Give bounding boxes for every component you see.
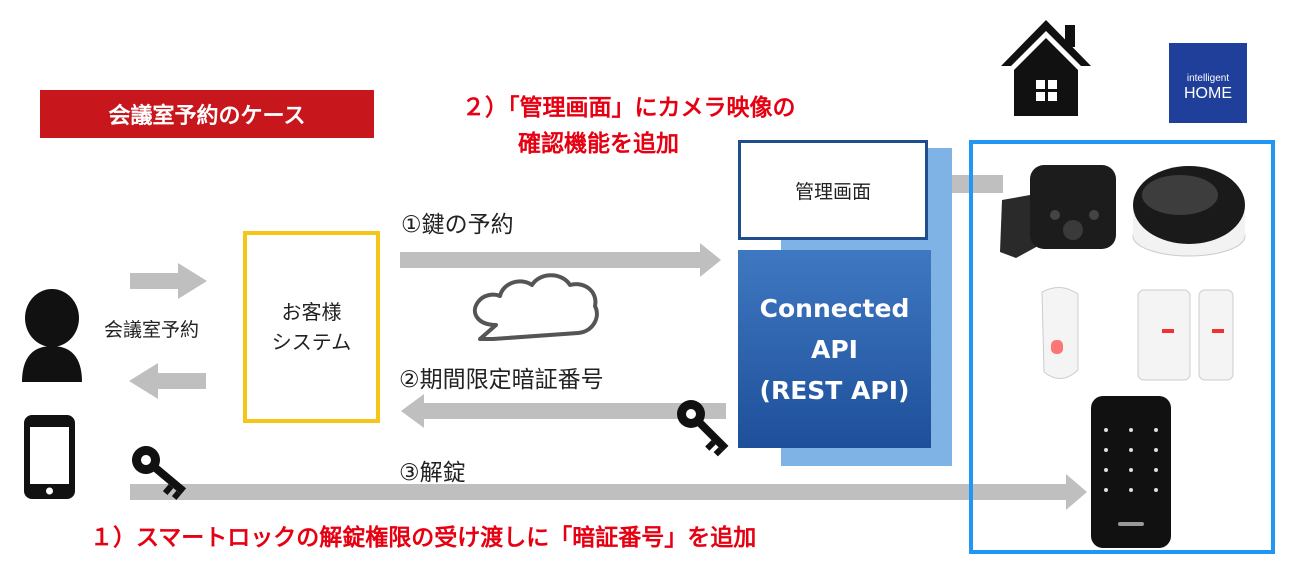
step3-label: ③解錠 xyxy=(399,460,466,486)
meeting-room-reservation-label: 会議室予約 xyxy=(104,319,200,341)
customer-system-line1: お客様 xyxy=(281,300,342,324)
note-2-line1: ２）「管理画面」にカメラ映像の xyxy=(462,95,796,121)
customer-system-box: お客様 システム xyxy=(243,231,380,423)
smartphone-icon xyxy=(24,415,75,499)
api-line1: Connected xyxy=(759,293,910,323)
person-icon xyxy=(22,289,82,382)
note-1: １）スマートロックの解錠権限の受け渡しに「暗証番号」を追加 xyxy=(90,525,757,551)
smart-hub-device xyxy=(1132,166,1246,257)
motion-sensor-device xyxy=(1041,287,1079,379)
house-icon xyxy=(1001,20,1091,116)
connected-api-box: Connected API (REST API) xyxy=(738,250,931,448)
api-line3: (REST API) xyxy=(759,375,910,405)
device-group-frame xyxy=(969,140,1275,554)
intelligent-home-logo: intelligent HOME xyxy=(1169,43,1247,123)
step1-label: ①鍵の予約 xyxy=(401,212,514,238)
arrow-step2 xyxy=(401,394,726,428)
key-icon xyxy=(677,400,729,457)
arrow-step1 xyxy=(400,243,721,277)
security-camera-device xyxy=(1000,165,1116,258)
arrow-system-to-user xyxy=(129,363,206,399)
cloud-icon xyxy=(472,273,599,341)
step2-label: ②期間限定暗証番号 xyxy=(399,367,604,393)
api-line2: API xyxy=(811,334,858,364)
arrow-user-to-system xyxy=(130,263,207,299)
note-2-line2: 確認機能を追加 xyxy=(518,131,679,157)
key-icon xyxy=(132,446,187,500)
customer-system-line2: システム xyxy=(271,330,352,354)
case-label: 会議室予約のケース xyxy=(40,90,374,138)
door-sensor-device xyxy=(1137,289,1234,381)
management-screen-box: 管理画面 xyxy=(738,140,928,240)
smart-keypad-lock-device xyxy=(1091,396,1171,548)
arrow-step3 xyxy=(130,474,1087,510)
